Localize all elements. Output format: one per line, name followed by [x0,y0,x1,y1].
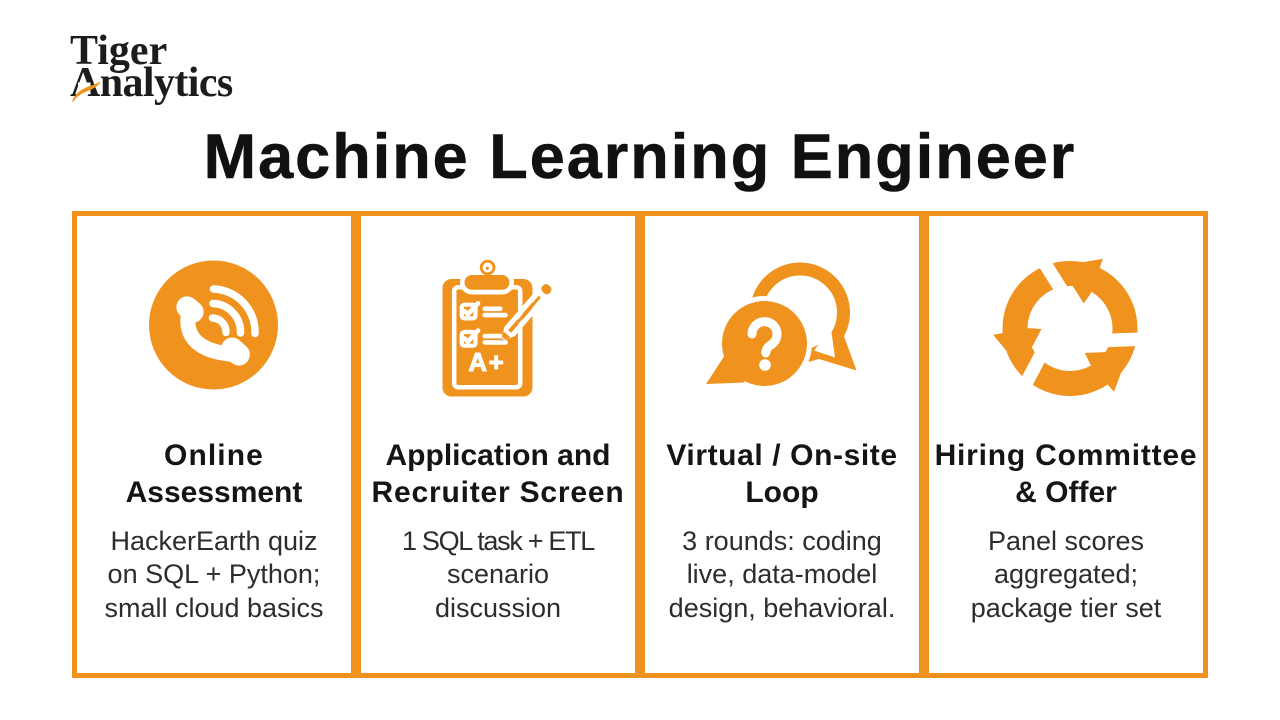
svg-text:A+: A+ [469,349,506,377]
